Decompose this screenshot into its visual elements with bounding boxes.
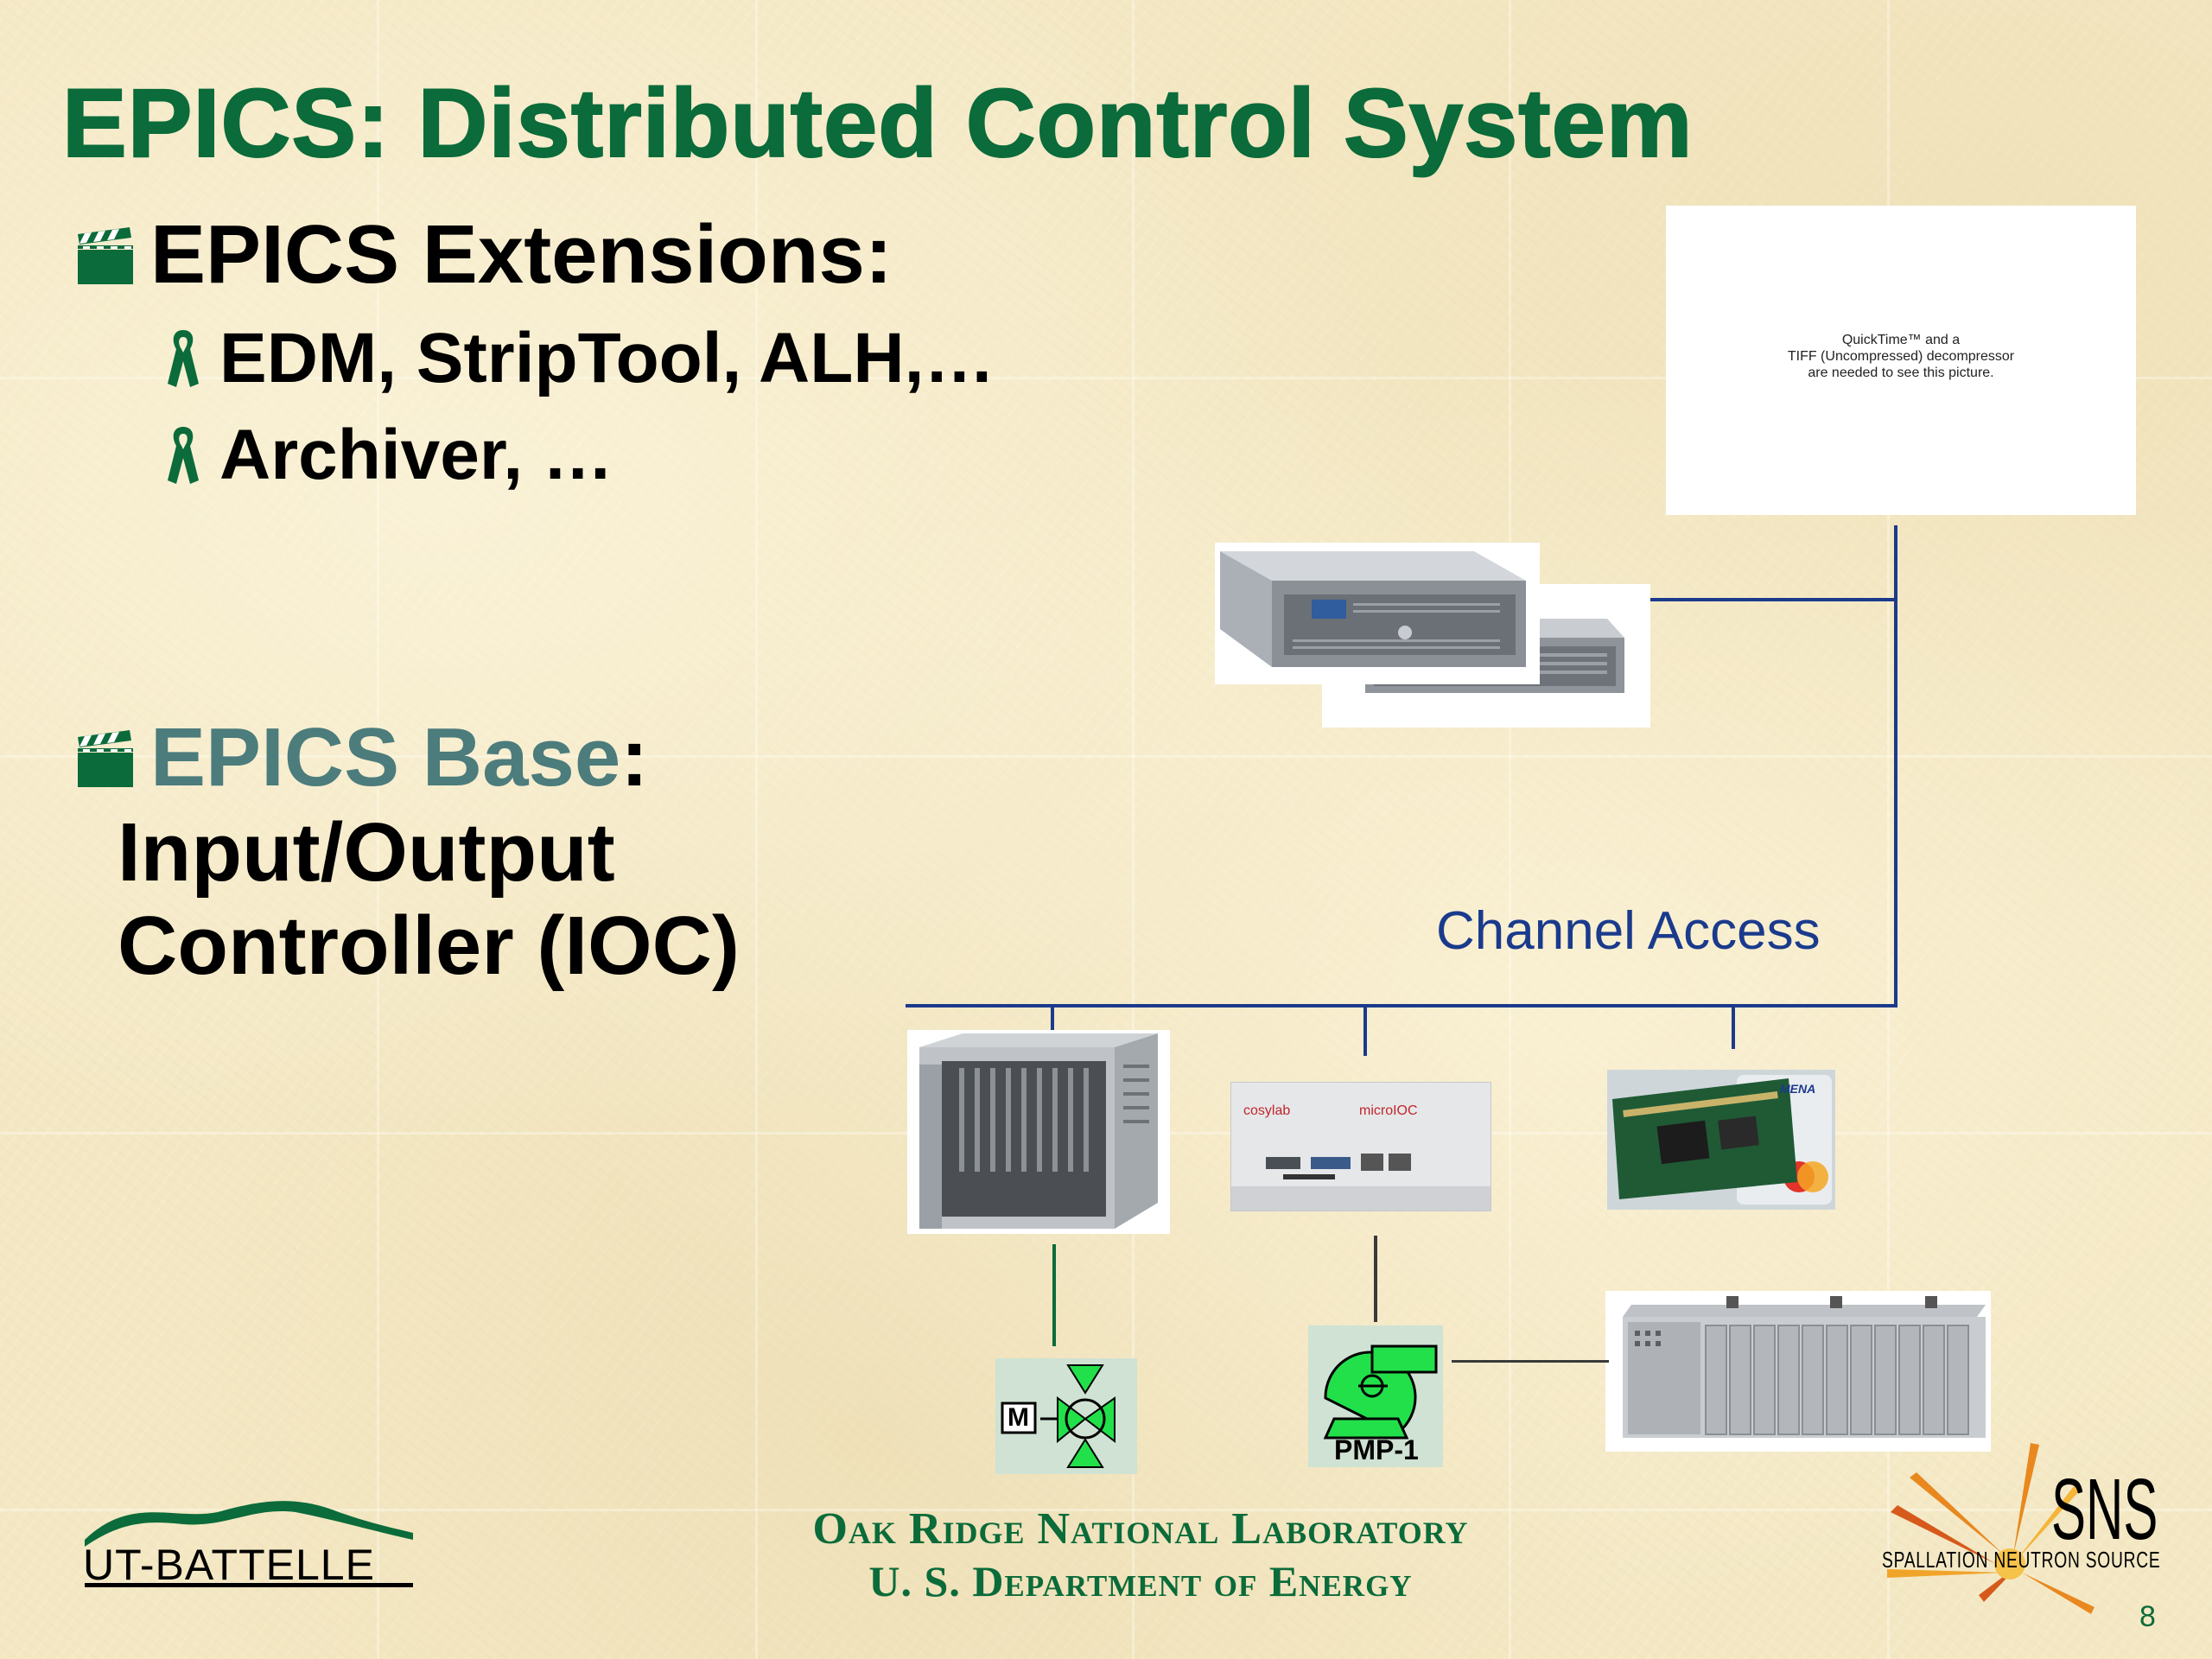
microioc-brand: cosylab (1243, 1103, 1291, 1118)
workstation-link-wire (1894, 525, 1897, 1007)
extensions-heading: EPICS Extensions: (150, 208, 893, 301)
ribbon-bullet-icon (168, 330, 199, 387)
quicktime-line: QuickTime™ and a (1841, 333, 1961, 347)
microioc-photo: cosylab microIOC (1230, 1082, 1491, 1211)
extensions-item-text: Archiver, … (219, 416, 613, 494)
base-highlight: EPICS Base (150, 711, 621, 804)
extensions-bullet: EPICS Extensions: (76, 207, 893, 302)
vme-crate-photo (907, 1030, 1170, 1234)
cpu-card-photo: MENA (1607, 1070, 1835, 1210)
ut-battelle-logo: UT-BATTELLE (79, 1486, 416, 1593)
ioc-drop-wire (1051, 1004, 1054, 1030)
channel-access-bus (906, 1004, 1897, 1007)
base-bullet: EPICS Base: (76, 710, 648, 805)
quicktime-text: QuickTime™ and a TIFF (Uncompressed) dec… (1788, 332, 2014, 381)
microioc-model: microIOC (1359, 1103, 1418, 1118)
ut-battelle-text: UT-BATTELLE (83, 1541, 375, 1589)
sns-subtitle: SPALLATION NEUTRON SOURCE (1882, 1547, 2161, 1573)
valve-label: M (1007, 1403, 1029, 1432)
bg-seam (1132, 0, 1135, 1659)
base-line-2: Input/Output (118, 806, 615, 899)
quicktime-placeholder: QuickTime™ and a TIFF (Uncompressed) dec… (1666, 206, 2136, 515)
clapperboard-bullet-icon (78, 730, 133, 787)
ribbon-bullet-icon (168, 427, 199, 484)
pump-icon (1323, 1344, 1438, 1440)
slide-title: EPICS: Distributed Control System (61, 68, 1694, 178)
extensions-item-text: EDM, StripTool, ALH,… (219, 319, 995, 397)
server-link-wire (1588, 598, 1897, 601)
bg-seam (0, 1509, 2212, 1511)
ornl-name: Oak Ridge National Laboratory (812, 1504, 1469, 1554)
pump-label: PMP-1 (1334, 1434, 1419, 1465)
vme-valve-wire (1052, 1244, 1056, 1346)
base-line-3: Controller (IOC) (118, 899, 740, 992)
plc-photo (1605, 1291, 1991, 1452)
ioc-drop-wire (1732, 1004, 1735, 1049)
sns-text: SNS (2051, 1461, 2158, 1558)
channel-access-label: Channel Access (1436, 901, 1821, 961)
bg-seam (755, 0, 758, 1659)
valve-symbol: M (995, 1358, 1137, 1474)
pump-symbol: PMP-1 (1308, 1325, 1443, 1467)
bg-seam (1509, 0, 1511, 1659)
quicktime-line: are needed to see this picture. (1808, 365, 1994, 380)
bg-seam (0, 377, 2212, 379)
clapperboard-bullet-icon (78, 227, 133, 284)
bg-seam (0, 755, 2212, 758)
sns-logo: SNS SPALLATION NEUTRON SOURCE (1875, 1426, 2160, 1616)
doe-name: U. S. Department of Energy (868, 1557, 1413, 1605)
valve-icon (1001, 1364, 1116, 1468)
base-colon: : (620, 711, 649, 804)
quicktime-line: TIFF (Uncompressed) decompressor (1787, 349, 2015, 364)
ioc-drop-wire (1363, 1004, 1367, 1056)
card-brand: MENA (1780, 1082, 1816, 1096)
microioc-pump-wire (1374, 1236, 1377, 1322)
page-number: 8 (2139, 1600, 2156, 1633)
pump-plc-wire (1452, 1360, 1609, 1363)
bg-seam (377, 0, 379, 1659)
bg-seam (1887, 0, 1890, 1659)
ornl-footer: Oak Ridge National Laboratory U. S. Depa… (709, 1503, 1573, 1606)
server-photo (1215, 543, 1540, 684)
